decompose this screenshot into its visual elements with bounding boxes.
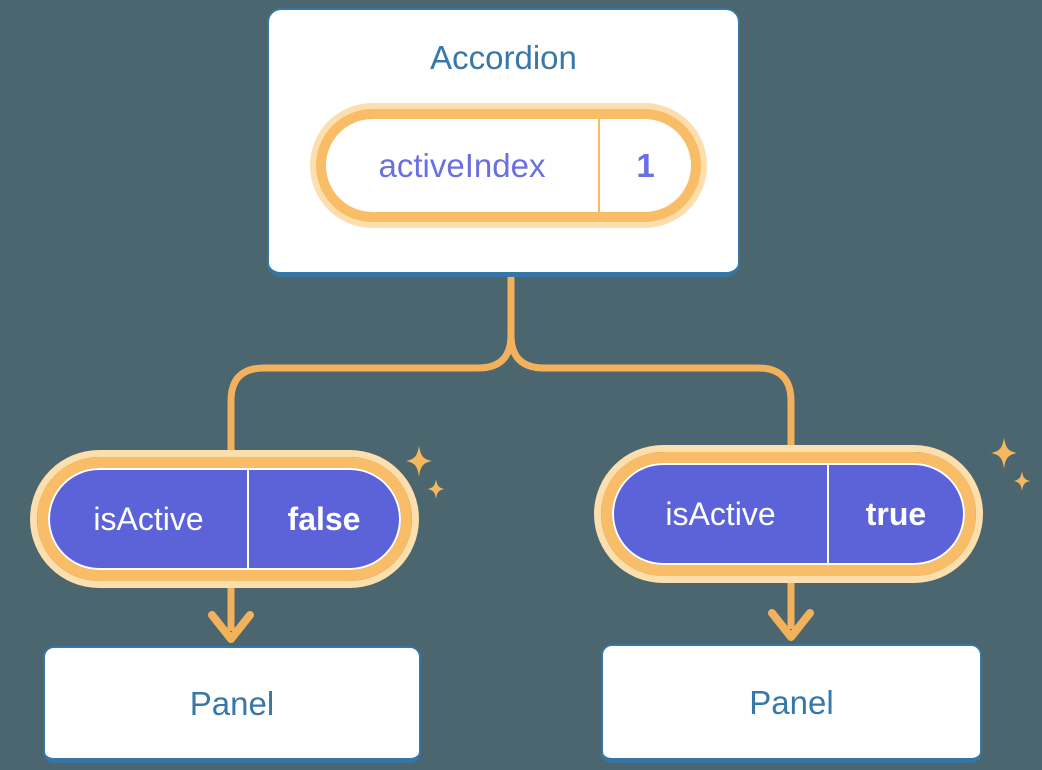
pill-divider [827,465,829,563]
panel-title: Panel [189,684,275,722]
accordion-title: Accordion [430,39,577,76]
panel-card-left: Panel [43,646,421,763]
prop-pill-right: isActive true [601,452,976,576]
sparkle-icon [406,445,432,477]
arrow-down-icon [768,609,814,641]
pill-divider [247,470,249,568]
state-value: 1 [636,147,655,184]
prop-name: isActive [665,496,776,532]
prop-pill-body: isActive true [612,463,965,565]
prop-pill-body: isActive false [48,468,401,570]
sparkle-icon [427,479,445,499]
panel-card-right: Panel [601,644,982,763]
state-pill: activeIndex 1 [316,109,701,222]
sparkle-icon [1013,471,1031,491]
pill-divider [598,119,600,212]
prop-value: true [865,496,927,532]
prop-pill-left: isActive false [37,457,412,581]
state-name: activeIndex [378,147,546,184]
prop-name: isActive [93,501,204,537]
prop-value: false [287,501,361,537]
connector-line-right [507,334,795,629]
arrow-down-icon [208,611,254,643]
sparkle-icon [991,437,1017,469]
panel-title: Panel [749,683,834,721]
